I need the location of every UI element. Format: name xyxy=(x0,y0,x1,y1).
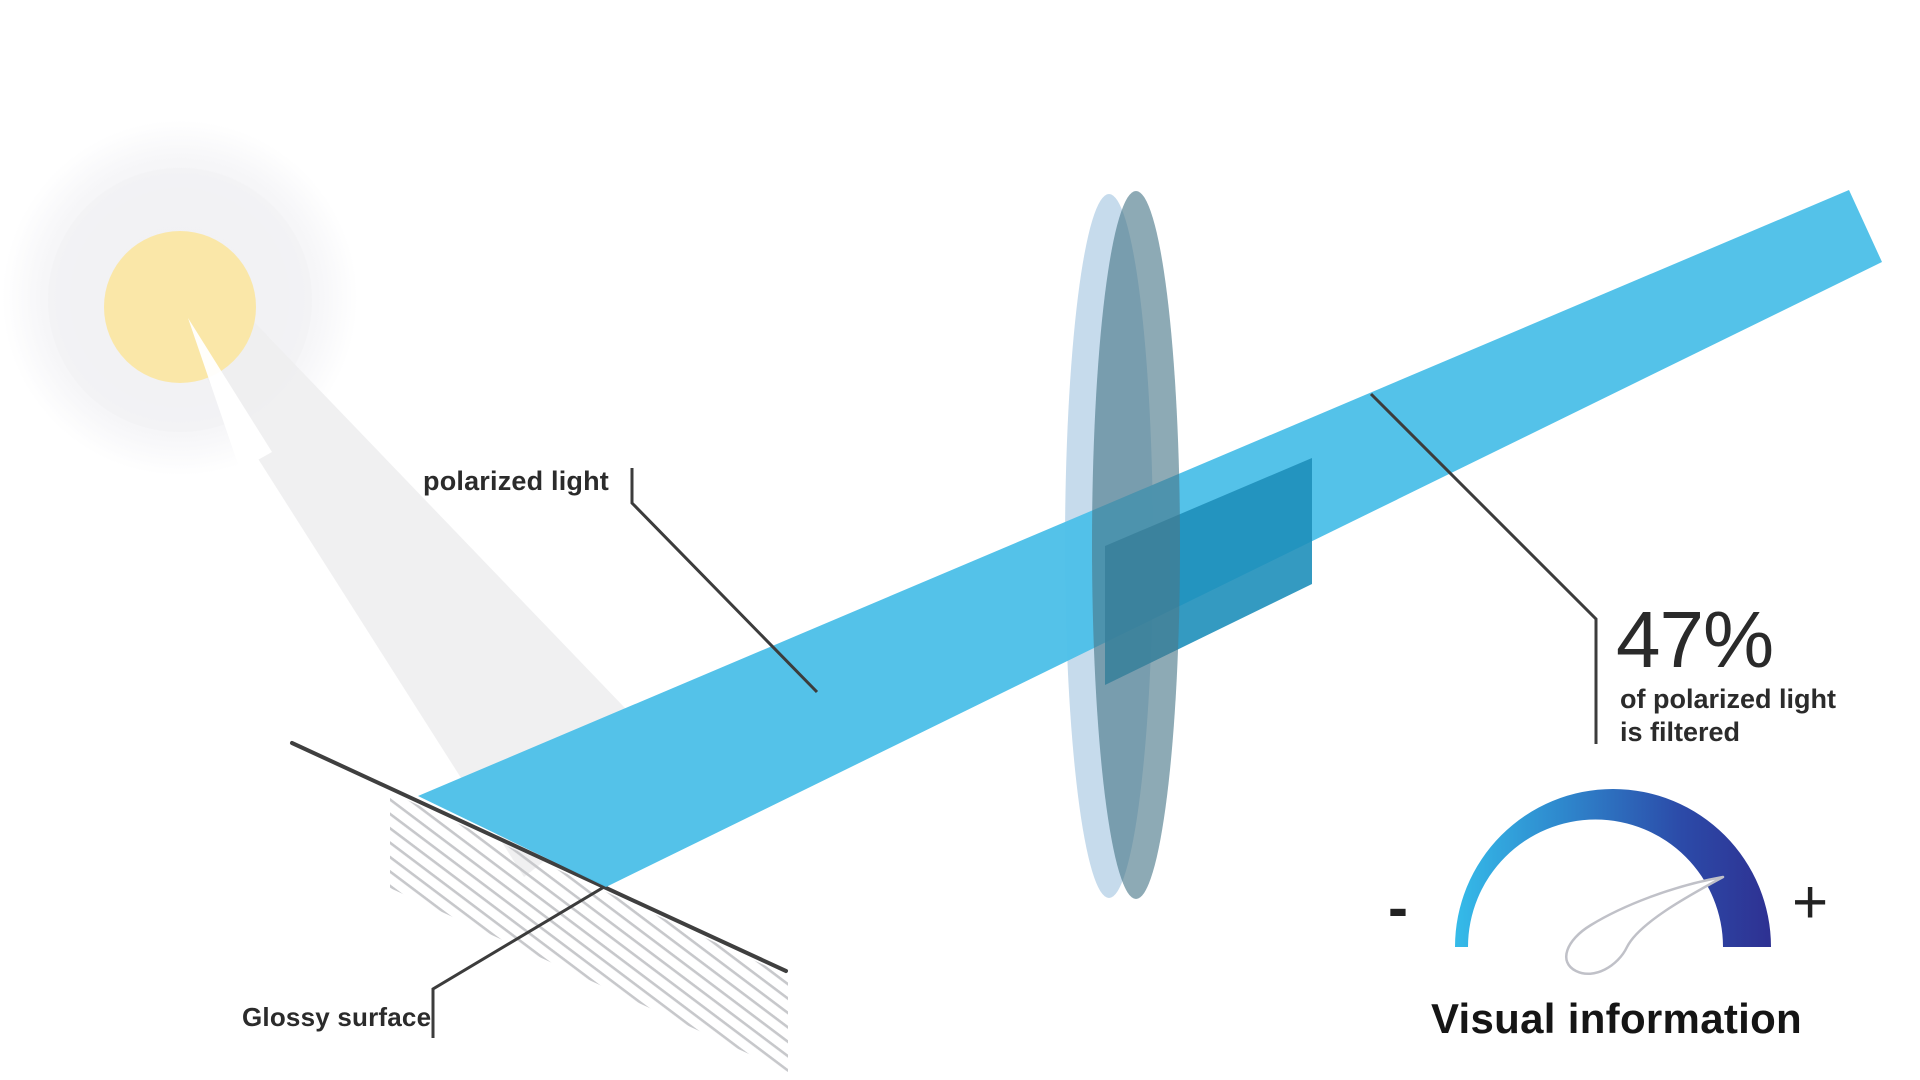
filter-stat-callout-line xyxy=(1369,392,1598,744)
glossy-surface-label: Glossy surface xyxy=(242,1002,432,1032)
gauge-needle-icon xyxy=(1565,875,1725,976)
glossy-surface-line xyxy=(290,741,788,973)
light-cone xyxy=(145,250,674,877)
sun-ray-notch xyxy=(188,318,272,470)
filter-percentage-caption: of polarized light is filtered xyxy=(1620,683,1836,750)
filter-percentage-value: 47% xyxy=(1616,595,1774,684)
sun-icon xyxy=(104,231,256,383)
gauge-plus-label: + xyxy=(1792,868,1829,937)
polarizing-lens-icon xyxy=(1092,191,1180,899)
gauge-title: Visual information xyxy=(1431,995,1803,1042)
glossy-surface-hatch xyxy=(390,792,788,1072)
gauge-minus-label: - xyxy=(1388,874,1408,941)
polarized-light-callout-line xyxy=(630,468,819,694)
polarized-light-label: polarized light xyxy=(423,466,610,496)
filter-caption-line2: is filtered xyxy=(1620,717,1741,748)
filter-caption-line1: of polarized light xyxy=(1620,684,1836,714)
gauge-meter-icon xyxy=(1455,789,1771,947)
glossy-surface-callout-line xyxy=(431,885,605,1038)
